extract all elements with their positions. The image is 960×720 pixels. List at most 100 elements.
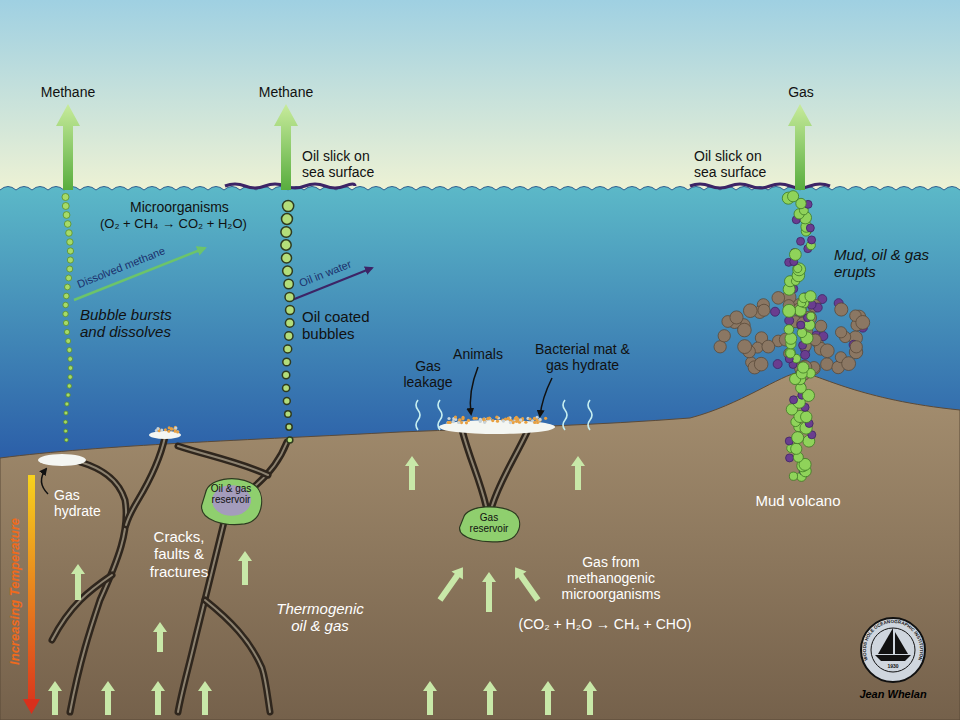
gas-flow-arrow	[48, 681, 62, 715]
mud-particle	[850, 341, 862, 353]
methane-bubble	[63, 302, 69, 308]
crack	[126, 437, 165, 525]
mat-dot	[538, 419, 541, 422]
methane-bubble	[63, 311, 68, 316]
mud-particle	[856, 315, 870, 329]
gas-flow-arrow	[571, 456, 585, 490]
gas-flow-arrow	[238, 551, 252, 585]
text-label: Methane	[38, 84, 98, 100]
methane-bubble	[65, 402, 69, 406]
gas-flow-arrow	[423, 681, 437, 715]
methane-bubble	[66, 230, 73, 237]
oil-droplet	[797, 321, 805, 329]
mat-dot	[461, 416, 464, 419]
mat-dot	[483, 421, 486, 424]
oil-droplet	[773, 360, 782, 369]
crack	[255, 442, 287, 486]
mat-dot	[533, 421, 536, 424]
reservoir-blob: Oil & gas reservoir	[199, 475, 264, 526]
text-label: Bacterial mat & gas hydrate	[530, 341, 635, 373]
mat-dot	[176, 430, 179, 433]
gas-bubble	[789, 472, 797, 480]
mud-particle	[772, 292, 785, 305]
crack-core	[462, 430, 486, 506]
gas-flow-arrow	[101, 681, 115, 715]
methane-bubble	[65, 438, 69, 442]
methane-bubble	[65, 284, 71, 290]
gas-flow-arrow	[482, 572, 496, 612]
gas-flow-arrow	[153, 622, 167, 652]
oil-coated-bubble	[286, 306, 295, 315]
seafloor-sediment	[0, 372, 960, 720]
oil-coated-bubble	[282, 214, 293, 225]
methane-bubble	[63, 212, 70, 219]
gas-arrow	[788, 104, 812, 190]
mat-dot	[157, 428, 160, 431]
gas-flow-arrow	[434, 563, 468, 604]
crack	[492, 430, 528, 506]
gas-flow-arrow	[583, 681, 597, 715]
oil-droplet	[786, 454, 794, 462]
mat-dot	[160, 429, 163, 432]
mat-dot	[467, 419, 470, 422]
crack-group	[52, 430, 528, 712]
mat-dot	[174, 427, 177, 430]
methane-bubble	[62, 203, 69, 210]
gas-flow-arrow	[483, 681, 497, 715]
reservoir-blob: Gas reservoir	[457, 504, 522, 543]
gas-flow-arrow	[482, 572, 496, 612]
methane-bubble	[63, 320, 68, 325]
mat-dot	[533, 421, 536, 424]
gas-bubble	[785, 333, 797, 345]
crack	[52, 575, 112, 640]
gas-bubble	[787, 191, 798, 202]
methane-bubble	[68, 366, 73, 371]
mud-particle	[738, 340, 752, 354]
methane-bubble	[68, 375, 73, 380]
text-label: Mud, oil & gas erupts	[834, 246, 930, 281]
gas-flow-arrow	[571, 456, 585, 490]
mat-dot	[452, 420, 455, 423]
oil-coated-bubble	[284, 279, 293, 288]
methane-arrow	[56, 104, 80, 190]
text-label: Oil coated bubbles	[302, 308, 387, 343]
mat-dot	[479, 419, 482, 422]
mat-dot	[483, 417, 486, 420]
text-label: Gas from methanogenic microorganisms	[552, 554, 670, 602]
mat-dot	[538, 418, 541, 421]
methane-bubble	[63, 293, 69, 299]
logo-year: 1930	[887, 663, 898, 669]
mud-particle	[758, 304, 770, 316]
oil-coated-bubble	[287, 437, 293, 443]
oil-coated-bubble	[283, 398, 290, 405]
mat-dot	[482, 418, 485, 421]
oil-droplet	[806, 224, 814, 232]
mat-dot	[509, 421, 512, 424]
mat-dot	[171, 428, 174, 431]
logo-hull	[875, 655, 911, 661]
methane-bubble	[66, 275, 72, 281]
gas-leak-squiggle	[438, 400, 442, 430]
methane-bubble	[66, 338, 71, 343]
gas-flow-arrow	[541, 681, 555, 715]
temperature-bar	[28, 475, 35, 699]
mat-dot	[491, 419, 494, 422]
mud-particle	[743, 304, 757, 318]
mud-particle	[815, 320, 827, 332]
text-label: Oil slick on sea surface	[302, 148, 392, 180]
mat-dot	[507, 417, 510, 420]
gas-bubble	[791, 443, 802, 454]
mat-dot	[454, 415, 457, 418]
gas-flow-arrow	[541, 681, 555, 715]
mud-particle	[835, 327, 846, 338]
crack	[205, 600, 270, 712]
gas-flow-arrow	[583, 681, 597, 715]
oil-droplet	[790, 396, 798, 404]
oil-coated-bubble	[281, 240, 291, 250]
text-label: Increasing Temperature	[8, 491, 23, 691]
text-label: Mud volcano	[748, 492, 848, 509]
mud-particle	[730, 311, 743, 324]
methane-bubble	[67, 257, 73, 263]
gas-bubble	[798, 362, 809, 373]
text-label: (O₂ + CH₄ → CO₂ + H₂O)	[100, 217, 290, 232]
